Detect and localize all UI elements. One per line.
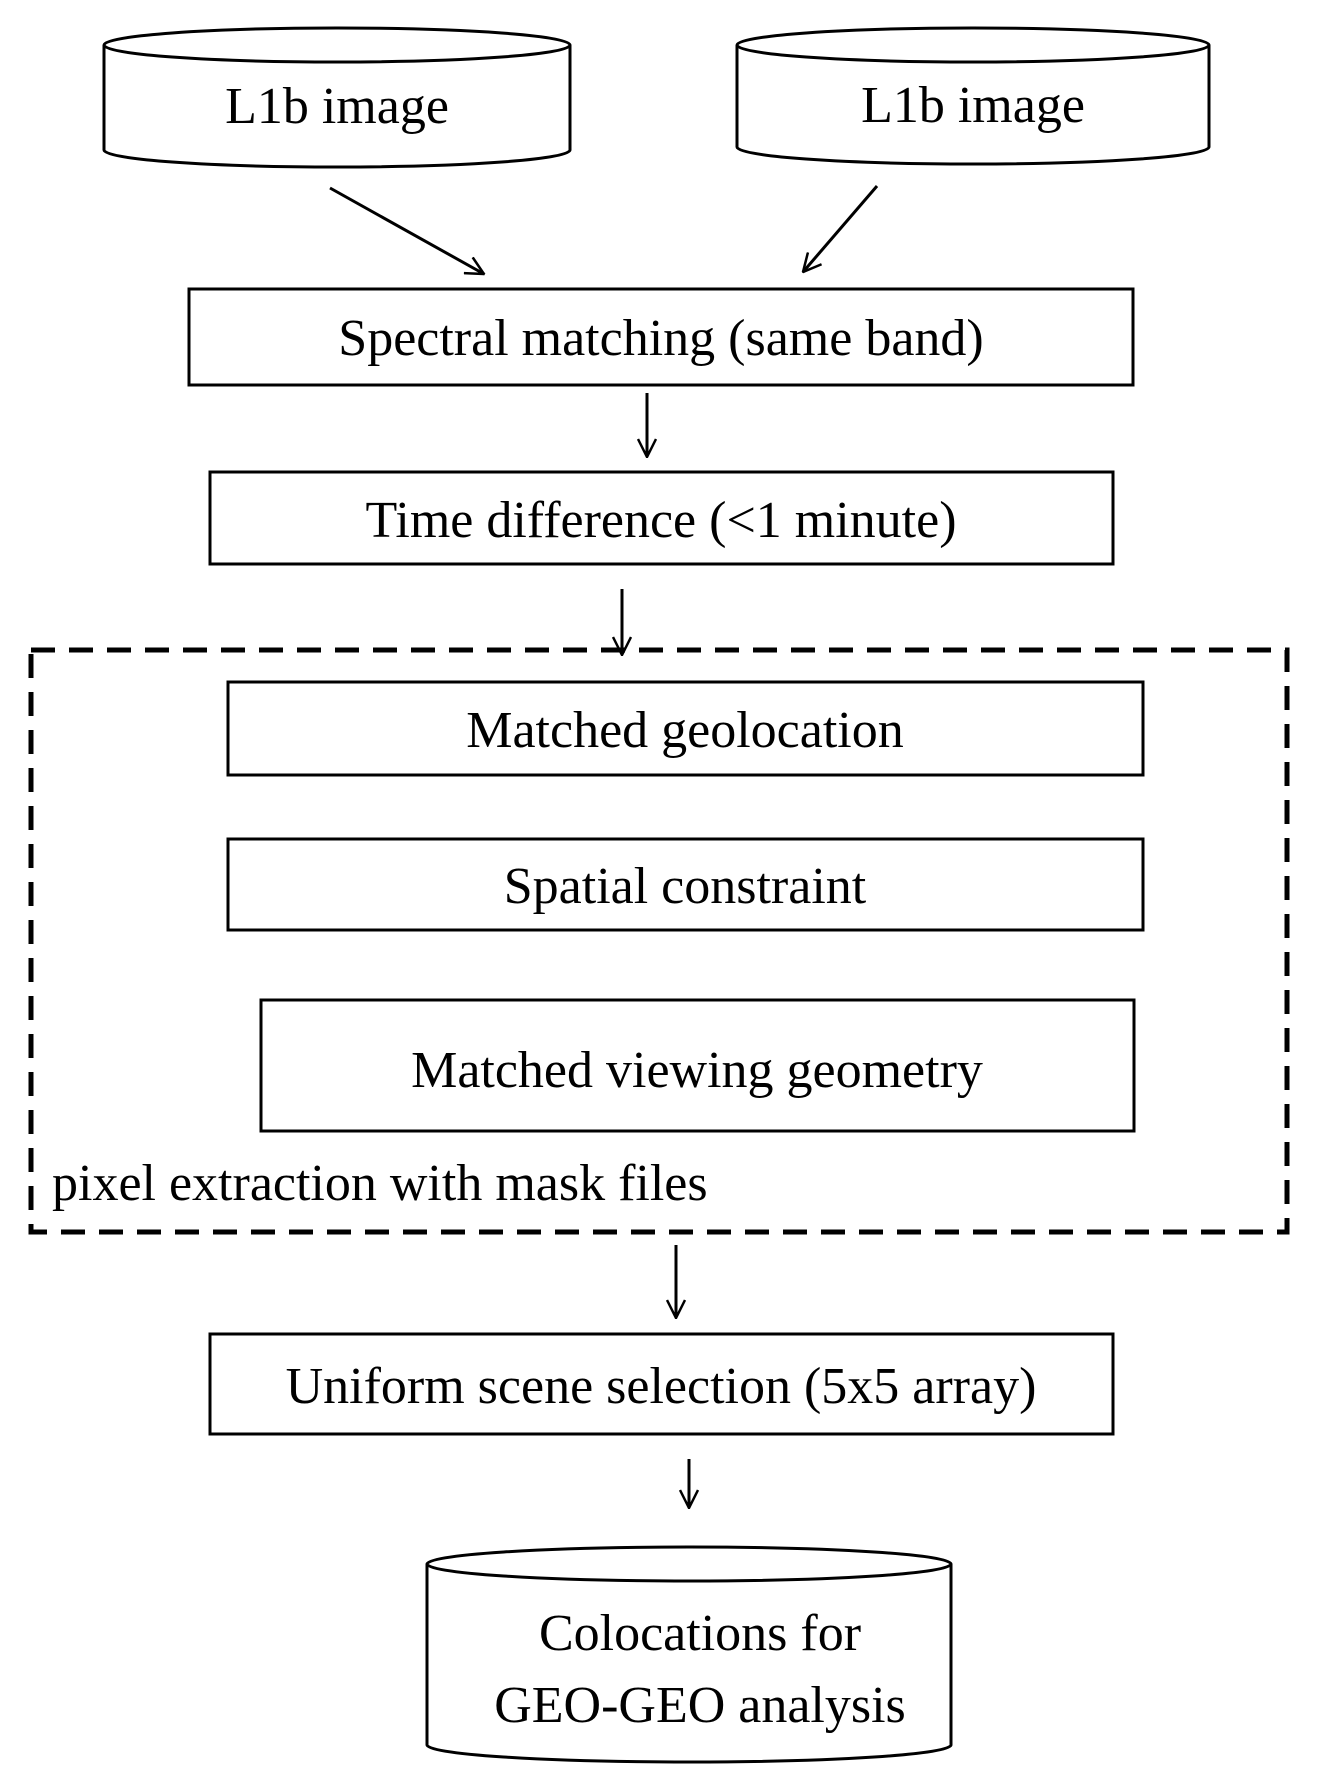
l1b-image-left-cylinder: L1b image — [102, 26, 572, 169]
spectral-matching-box: Spectral matching (same band) — [187, 287, 1135, 387]
colocations-output-cylinder: Colocations for GEO-GEO analysis — [425, 1545, 953, 1764]
uniform-scene-selection-label: Uniform scene selection (5x5 array) — [286, 1358, 1037, 1415]
colocations-output-line2: GEO-GEO analysis — [494, 1677, 906, 1734]
pixel-extraction-group — [28, 647, 1290, 1235]
matched-geolocation-box: Matched geolocation — [226, 680, 1145, 777]
matched-geolocation-label: Matched geolocation — [466, 702, 904, 759]
colocations-output-line1: Colocations for — [539, 1605, 861, 1662]
matched-viewing-geometry-box: Matched viewing geometry — [259, 998, 1136, 1133]
l1b-image-right-label: L1b image — [861, 77, 1085, 134]
arrow-left-source-to-spectral — [329, 186, 484, 274]
l1b-image-right-cylinder: L1b image — [735, 26, 1211, 166]
spatial-constraint-box: Spatial constraint — [226, 837, 1145, 932]
arrow-right-source-to-spectral — [803, 185, 879, 272]
pixel-extraction-group-label: pixel extraction with mask files — [52, 1155, 708, 1212]
matched-viewing-geometry-label: Matched viewing geometry — [411, 1042, 983, 1099]
uniform-scene-selection-box: Uniform scene selection (5x5 array) — [208, 1332, 1115, 1436]
time-difference-label: Time difference (<1 minute) — [365, 492, 956, 549]
spatial-constraint-label: Spatial constraint — [504, 858, 867, 915]
spectral-matching-label: Spectral matching (same band) — [338, 310, 983, 367]
time-difference-box: Time difference (<1 minute) — [208, 470, 1115, 566]
l1b-image-left-label: L1b image — [225, 78, 449, 135]
